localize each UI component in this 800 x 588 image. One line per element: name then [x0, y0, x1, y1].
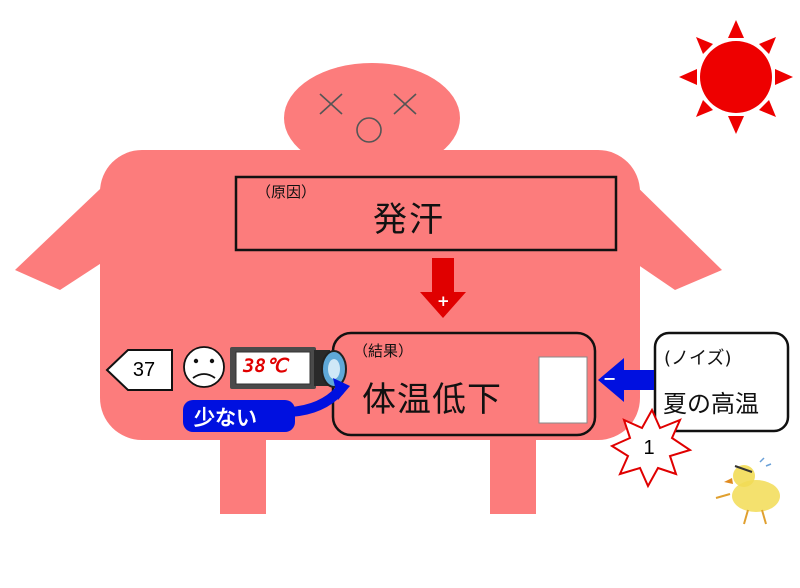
thermometer-reading: 38℃: [243, 355, 288, 377]
cause-text: 発汗: [373, 200, 445, 240]
diamond-shape: [105, 349, 173, 391]
thermometer-camera-icon: [230, 347, 347, 389]
cause-box: [234, 175, 618, 252]
cause-arrow-sign: +: [437, 292, 450, 310]
cause-to-result-arrow: [420, 258, 466, 318]
result-text: 体温低下: [362, 380, 502, 420]
face: [319, 93, 417, 143]
noise-box: [653, 331, 790, 433]
diamond-value: 37: [132, 359, 156, 381]
feedback-pill: [183, 400, 295, 432]
feedback-label: 少ない: [194, 406, 257, 430]
noise-text: 夏の高温: [663, 390, 759, 418]
sad-face-icon: [183, 346, 225, 388]
noise-arrow-sign: −: [603, 369, 617, 388]
result-placeholder-box: [538, 356, 588, 424]
cause-tag: （原因）: [256, 183, 317, 201]
burst-shape: [609, 407, 693, 489]
feedback-arrow: [289, 378, 350, 417]
sun-icon: [679, 20, 793, 134]
noise-tag: (ノイズ): [664, 348, 732, 369]
burst-value: 1: [643, 437, 655, 459]
result-tag: （結果）: [353, 342, 414, 360]
noise-to-result-arrow: [598, 358, 654, 402]
chick-doodle-icon: [715, 457, 780, 525]
